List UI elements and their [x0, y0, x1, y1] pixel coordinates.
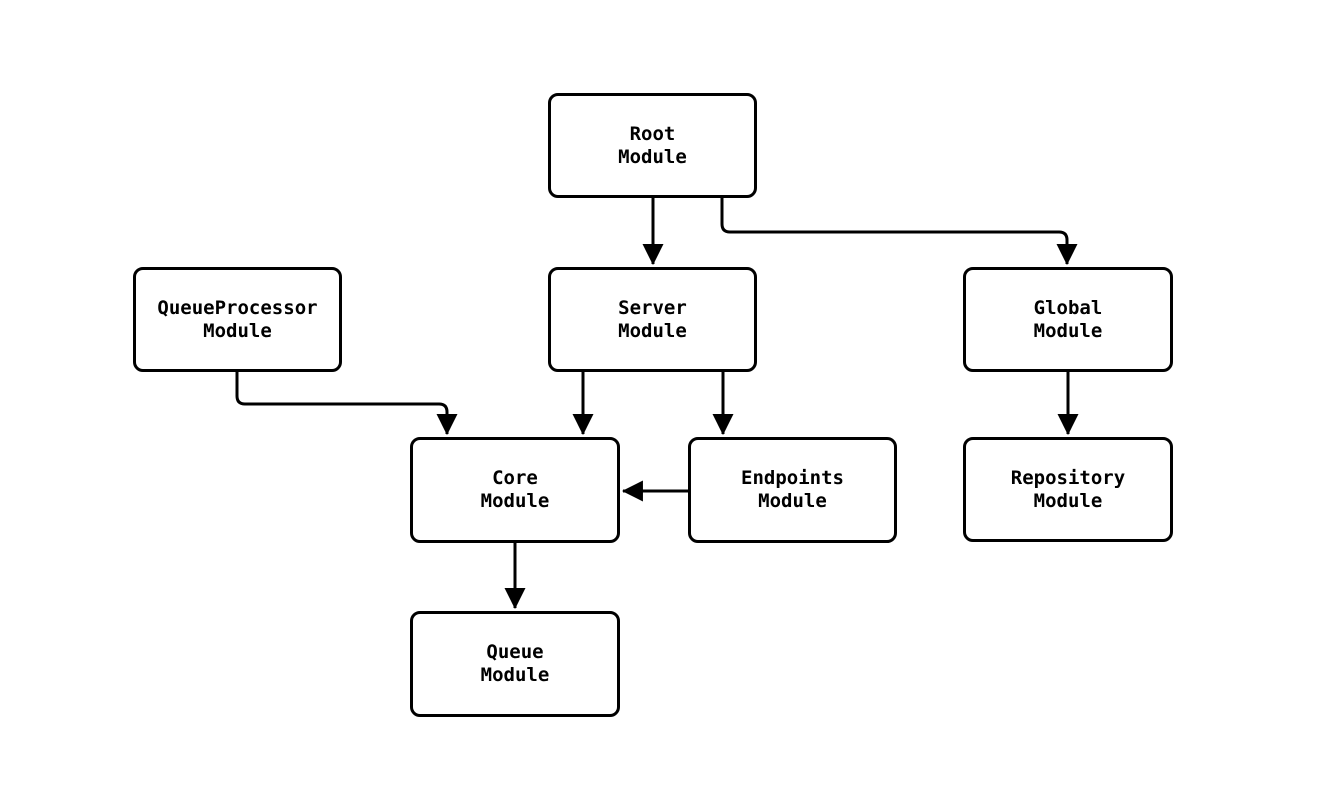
node-repository-module-label: Repository Module [1010, 466, 1126, 512]
node-endpoints-module-label: Endpoints Module [741, 467, 844, 512]
node-endpoints-module: Endpoints Module [688, 437, 897, 543]
node-queue-module-label: Queue Module [480, 641, 550, 686]
node-core-module-label: Core Module [480, 467, 550, 512]
node-core-module: Core Module [410, 437, 620, 543]
node-repository-module: Repository Module [963, 437, 1173, 542]
node-root-module: Root Module [548, 93, 757, 198]
edge-queueprocessor-to-core [235, 372, 458, 436]
node-queue-module: Queue Module [410, 611, 620, 717]
node-queueprocessor-module: QueueProcessor Module [133, 267, 342, 372]
node-root-module-label: Root Module [618, 122, 687, 168]
node-server-module-label: Server Module [618, 296, 687, 342]
node-global-module-label: Global Module [1033, 296, 1103, 342]
edge-root-to-global [720, 198, 1078, 266]
node-queueprocessor-module-label: QueueProcessor Module [157, 296, 318, 342]
node-server-module: Server Module [548, 267, 757, 372]
node-global-module: Global Module [963, 267, 1173, 372]
